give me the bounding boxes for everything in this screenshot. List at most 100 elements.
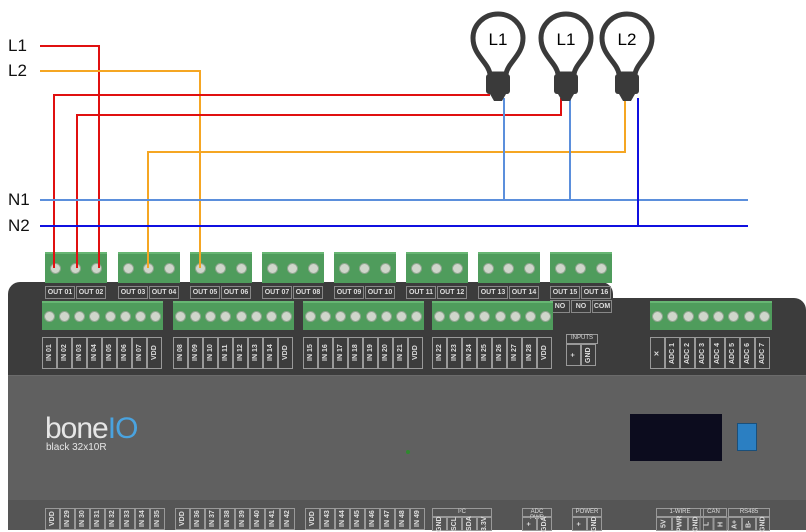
screw-terminal[interactable] — [667, 311, 679, 322]
screw-terminal[interactable] — [479, 311, 491, 322]
screw-terminal[interactable] — [482, 263, 494, 274]
screw-terminal[interactable] — [410, 311, 422, 322]
line-label-n2: N2 — [8, 216, 30, 235]
screw-terminal[interactable] — [575, 263, 587, 274]
output-label: OUT 02 — [76, 286, 106, 299]
screw-terminal[interactable] — [350, 311, 362, 322]
screw-terminal[interactable] — [220, 311, 232, 322]
screw-terminal[interactable] — [305, 311, 317, 322]
screw-terminal[interactable] — [74, 311, 86, 322]
bulb-label: L1 — [489, 30, 508, 49]
screw-terminal[interactable] — [758, 311, 770, 322]
output-label: OUT 16 — [581, 286, 611, 299]
screw-terminal[interactable] — [236, 263, 248, 274]
screw-terminal[interactable] — [434, 311, 446, 322]
screw-terminal[interactable] — [175, 311, 187, 322]
output-terminal-block-8[interactable] — [550, 252, 612, 283]
output-label: OUT 12 — [437, 286, 467, 299]
screw-terminal[interactable] — [554, 263, 566, 274]
output-label: OUT 05 — [190, 286, 220, 299]
screw-terminal[interactable] — [494, 311, 506, 322]
screw-terminal[interactable] — [89, 311, 101, 322]
screw-terminal[interactable] — [215, 263, 227, 274]
screw-terminal[interactable] — [713, 311, 725, 322]
output-label: OUT 06 — [221, 286, 251, 299]
boneio-logo: boneIO — [45, 412, 138, 445]
port-group-header: ADC PWR — [522, 508, 552, 521]
screw-terminal[interactable] — [104, 311, 116, 322]
screw-terminal[interactable] — [164, 263, 176, 274]
screw-terminal[interactable] — [235, 311, 247, 322]
screw-terminal[interactable] — [265, 311, 277, 322]
wire-out02-bulb2 — [76, 98, 562, 268]
screw-terminal[interactable] — [464, 311, 476, 322]
screw-terminal[interactable] — [44, 311, 56, 322]
screw-terminal[interactable] — [539, 311, 551, 322]
screw-terminal[interactable] — [743, 311, 755, 322]
port-group-header: 1-WIRE — [656, 508, 704, 517]
screw-terminal[interactable] — [122, 263, 134, 274]
screw-terminal[interactable] — [697, 311, 709, 322]
oled-display — [630, 414, 722, 461]
screw-terminal[interactable] — [205, 311, 217, 322]
screw-terminal[interactable] — [149, 311, 161, 322]
output-terminal-block-4[interactable] — [262, 252, 324, 283]
input-terminal-block-3[interactable] — [303, 301, 424, 330]
output-label: OUT 10 — [365, 286, 395, 299]
screw-terminal[interactable] — [596, 263, 608, 274]
screw-terminal[interactable] — [503, 263, 515, 274]
port-group-header: POWER — [572, 508, 602, 517]
screw-terminal[interactable] — [449, 311, 461, 322]
line-label-l2: L2 — [8, 61, 27, 80]
screw-terminal[interactable] — [431, 263, 443, 274]
screw-terminal[interactable] — [287, 263, 299, 274]
screw-terminal[interactable] — [119, 311, 131, 322]
screw-terminal[interactable] — [134, 311, 146, 322]
screw-terminal[interactable] — [280, 311, 292, 322]
screw-terminal[interactable] — [359, 263, 371, 274]
input-terminal-block-4[interactable] — [432, 301, 553, 330]
screw-terminal[interactable] — [380, 263, 392, 274]
screw-terminal[interactable] — [266, 263, 278, 274]
input-terminal-block-1[interactable] — [42, 301, 163, 330]
wire-l1-feed — [40, 45, 100, 268]
inputs-header: INPUTS — [566, 334, 598, 344]
screw-terminal[interactable] — [59, 311, 71, 322]
adc-terminal-block[interactable] — [650, 301, 772, 330]
screw-terminal[interactable] — [509, 311, 521, 322]
display-button[interactable] — [737, 423, 757, 451]
screw-terminal[interactable] — [91, 263, 103, 274]
line-label-n1: N1 — [8, 190, 30, 209]
screw-terminal[interactable] — [410, 263, 422, 274]
screw-terminal[interactable] — [452, 263, 464, 274]
screw-terminal[interactable] — [320, 311, 332, 322]
screw-terminal[interactable] — [70, 263, 82, 274]
status-led — [406, 450, 410, 454]
screw-terminal[interactable] — [380, 311, 392, 322]
screw-terminal[interactable] — [524, 263, 536, 274]
relay-contact-label: NO — [571, 300, 591, 313]
screw-terminal[interactable] — [308, 263, 320, 274]
screw-terminal[interactable] — [250, 311, 262, 322]
screw-terminal[interactable] — [338, 263, 350, 274]
screw-terminal[interactable] — [365, 311, 377, 322]
output-label: OUT 08 — [293, 286, 323, 299]
screw-terminal[interactable] — [652, 311, 664, 322]
output-label: OUT 09 — [334, 286, 364, 299]
bulb-label: L1 — [557, 30, 576, 49]
screw-terminal[interactable] — [190, 311, 202, 322]
screw-terminal[interactable] — [728, 311, 740, 322]
output-terminal-block-7[interactable] — [478, 252, 540, 283]
light-bulb-icon: L1 — [470, 11, 526, 101]
screw-terminal[interactable] — [524, 311, 536, 322]
output-terminal-block-6[interactable] — [406, 252, 468, 283]
input-terminal-block-2[interactable] — [173, 301, 294, 330]
port-group-header: RS485 — [728, 508, 770, 517]
screw-terminal[interactable] — [49, 263, 61, 274]
screw-terminal[interactable] — [395, 311, 407, 322]
wire-l2-feed — [40, 70, 201, 268]
screw-terminal[interactable] — [335, 311, 347, 322]
screw-terminal[interactable] — [682, 311, 694, 322]
output-terminal-block-5[interactable] — [334, 252, 396, 283]
bulb-label: L2 — [618, 30, 637, 49]
